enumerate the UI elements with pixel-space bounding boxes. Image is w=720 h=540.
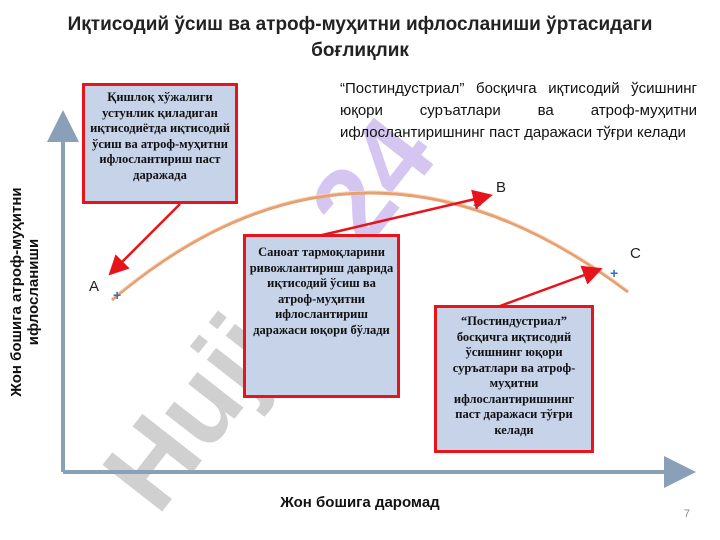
x-axis-label: Жон бошига даромад	[280, 494, 440, 511]
agriculture-box: Қишлоқ хўжалиги устунлик қиладиган иқтис…	[82, 83, 238, 204]
slide-title: Иқтисодий ўсиш ва атроф-муҳитни ифлослан…	[67, 14, 653, 61]
point-b-label: B	[496, 179, 507, 196]
point-c-label: C	[630, 245, 641, 262]
y-axis-label: Жон бошига атроф-муҳитни ифлосланиши	[8, 187, 42, 397]
point-a-label: A	[89, 278, 100, 295]
point-c-marker: +	[610, 265, 618, 281]
point-a-marker: +	[113, 287, 121, 303]
arrow-to-a	[108, 203, 181, 276]
postindustrial-box: “Постиндустриал” босқичга иқтисодий ўсиш…	[434, 305, 594, 453]
page-number: 7	[683, 508, 690, 520]
kuznets-curve	[111, 191, 629, 302]
arrow-to-b	[317, 189, 493, 238]
arrow-to-c	[499, 265, 603, 308]
description-text: “Постиндустриал” босқичга иқтисодий ўсиш…	[340, 80, 697, 141]
industry-box: Саноат тармоқларини ривожлантириш даврид…	[243, 234, 400, 398]
